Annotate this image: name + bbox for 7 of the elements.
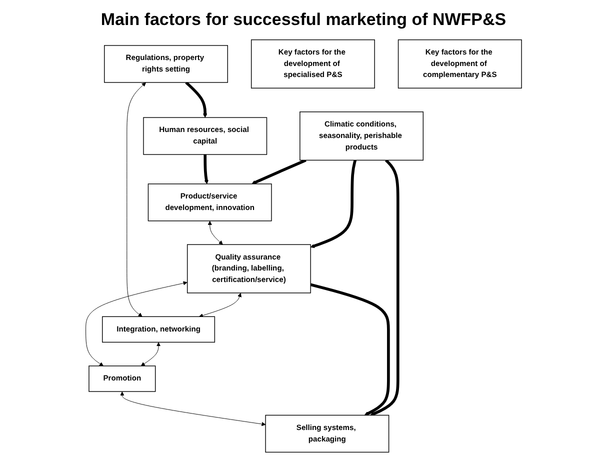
arrow — [310, 160, 356, 248]
arrow — [310, 283, 390, 416]
arrow — [370, 159, 400, 416]
diagram-title: Main factors for successful marketing of NWFP&S — [100, 10, 506, 30]
arrow — [204, 154, 208, 184]
arrow — [251, 158, 306, 184]
arrow — [184, 81, 208, 118]
